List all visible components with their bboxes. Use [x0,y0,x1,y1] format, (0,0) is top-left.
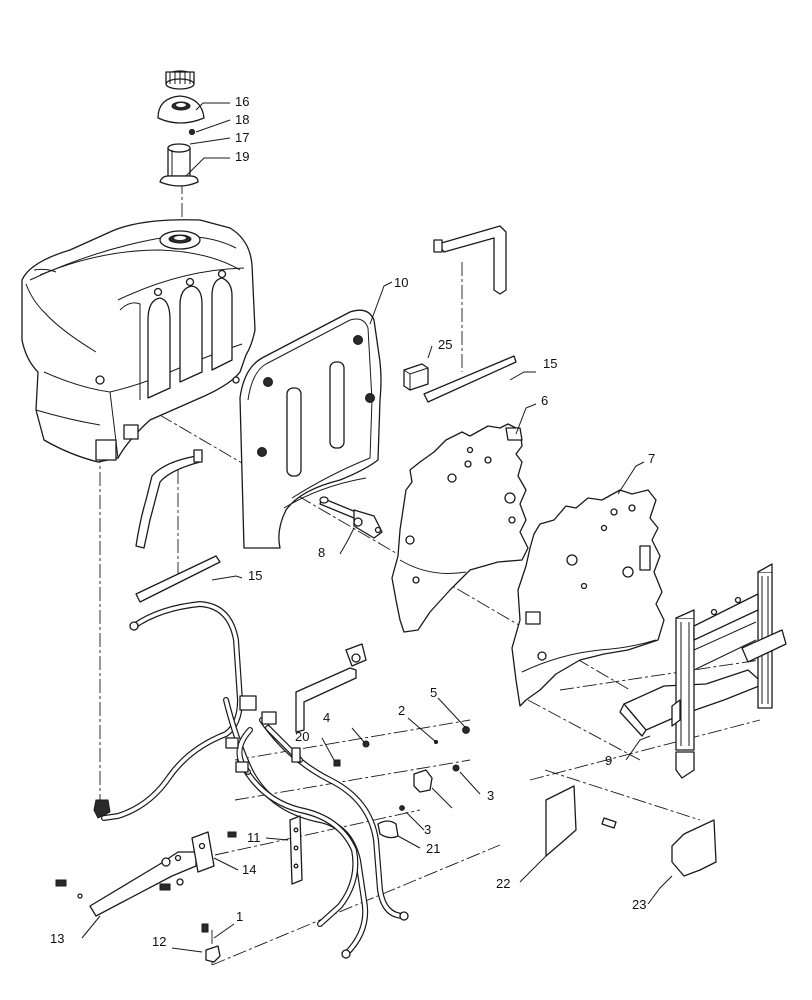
callout-24: 25 [438,337,452,352]
carrier-frame-10 [619,563,787,779]
callout-16: 16 [235,94,249,109]
strap-pad-lower [135,555,221,603]
tank-strap-upper [433,225,507,295]
lower-bracket [55,831,237,917]
fuel-tank [21,219,256,463]
callout-18: 18 [235,112,249,127]
back-plate-7 [511,489,665,707]
callout-4: 4 [323,710,330,725]
strap-pad-upper [423,355,517,403]
callout-21: 20 [295,729,309,744]
callout-12: 12 [152,934,166,949]
filler-cap-assembly [157,70,205,187]
callout-19: 19 [235,149,249,164]
callout-5: 5 [430,685,437,700]
tank-strap-lower [135,449,203,549]
hardware-small [333,726,617,829]
callout-15-upper: 15 [543,356,557,371]
callout-13: 13 [50,931,64,946]
callout-1: 1 [236,909,243,924]
callout-6: 6 [541,393,548,408]
clamp-20 [377,820,399,839]
callout-11: 11 [247,830,261,845]
callout-15-lower: 15 [248,568,262,583]
callout-14: 14 [242,862,256,877]
callout-3-lower: 3 [424,822,431,837]
mounting-strip [289,815,303,885]
clip-12 [201,923,221,963]
tank-shield-panel [239,309,382,549]
clamp-25 [413,769,433,793]
rubber-block [403,363,429,391]
callout-20: 21 [426,841,440,856]
callout-22: 22 [496,876,510,891]
callout-7: 7 [648,451,655,466]
hose-harness [93,600,409,959]
callout-23: 23 [632,897,646,912]
callout-3-upper: 3 [487,788,494,803]
leader-lines [81,102,673,953]
callout-17: 17 [235,130,249,145]
callout-10: 9 [605,753,612,768]
bracket-rod [319,496,383,539]
mounting-plate-6 [391,423,529,633]
callout-2: 2 [398,703,405,718]
callout-9: 10 [394,275,408,290]
side-shield-22 [545,785,577,857]
side-shield-23 [671,819,717,877]
hose-bracket-upper [295,643,367,733]
callout-numbers: 16 18 17 19 10 25 15 6 7 8 15 5 2 4 20 9… [50,94,655,949]
callout-8: 8 [318,545,325,560]
